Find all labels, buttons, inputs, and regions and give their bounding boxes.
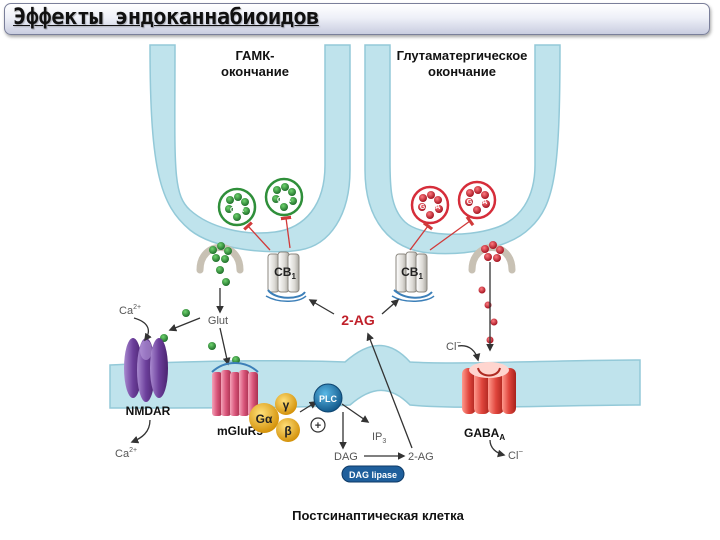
g-alpha-label: Gα <box>256 412 273 426</box>
two-ag-up-arrow <box>366 332 413 449</box>
activation-plus-icon <box>310 417 326 433</box>
ip3-label: IP3 <box>372 431 386 445</box>
cl-out-arrow <box>489 439 506 458</box>
glut-release-site <box>196 242 244 286</box>
cb1-inhibit-line-1 <box>243 221 271 251</box>
glut-to-mglur5-arrow <box>219 327 231 366</box>
ca-in-arrow <box>133 317 152 342</box>
slide-title-bar: Эффекты эндоканнабиоидов <box>4 3 710 35</box>
svg-text:CB1: CB1 <box>401 265 423 281</box>
cb1-left-label: CB <box>274 265 292 279</box>
gaba-release-site <box>468 241 516 274</box>
two-ag-label: 2-AG <box>341 312 375 328</box>
glutamate-terminal <box>364 44 561 255</box>
two-ag-arrow-right <box>381 298 400 315</box>
glut-label: Glut <box>208 315 228 327</box>
cb1-inhibit-line-2 <box>280 215 292 249</box>
g-to-plc-arrow <box>299 401 318 413</box>
plc-to-ip3-arrow <box>341 403 370 423</box>
postsynaptic-membrane <box>109 344 641 409</box>
gaba-vesicle-right: GABA <box>457 180 497 220</box>
two-ag-small-label: 2-AG <box>408 451 434 463</box>
gaba-a-receptor <box>462 362 516 414</box>
postsynaptic-cell-label: Постсинаптическая клетка <box>292 508 465 523</box>
cl-top-label: Cl− <box>446 338 461 353</box>
gaba-vesicle-left-label: GABA <box>420 204 441 211</box>
g-gamma-label: γ <box>283 398 290 412</box>
ca-out-arrow <box>130 419 151 444</box>
glut-vesicle-left: Glut <box>217 187 257 227</box>
ca-top-label: Ca2+ <box>119 304 141 317</box>
nmdar-label: NMDAR <box>126 404 171 418</box>
two-ag-arrow-left <box>308 299 335 315</box>
svg-text:CB1: CB1 <box>274 265 296 281</box>
cb1-right-label: CB <box>401 265 419 279</box>
cl-bottom-label: Cl− <box>508 447 523 462</box>
gaba-terminal <box>149 44 351 253</box>
dag-lipase-label: DAG lipase <box>349 470 397 480</box>
g-beta-label: β <box>284 424 291 438</box>
glut-vesicle-left-label: Glut <box>230 207 245 214</box>
gaba-vesicle-right-label: GABA <box>467 199 488 206</box>
g-protein: Gα γ β <box>249 393 300 442</box>
cb1-left-sub: 1 <box>291 272 296 281</box>
cb1-receptor-left: CB1 <box>265 251 307 302</box>
gaba-a-label: GABAA <box>464 426 505 442</box>
slide-title: Эффекты эндоканнабиоидов <box>13 5 319 30</box>
gaba-terminal-label-line1: ГАМК- <box>235 48 274 63</box>
glutamate-terminal-label-line1: Глутаматергическое <box>397 48 528 63</box>
cb1-right-sub: 1 <box>418 272 423 281</box>
mglur5-receptor <box>211 362 259 416</box>
glutamate-terminal-label-line2: окончание <box>428 64 496 79</box>
plc-label: PLC <box>319 394 338 404</box>
cb1-inhibit-line-4 <box>429 215 475 251</box>
glut-to-nmdar-arrow <box>168 317 201 332</box>
glut-vesicle-right: Glut <box>264 177 304 217</box>
svg-text:+: + <box>315 420 321 432</box>
nmdar-receptor <box>124 338 168 402</box>
mglur5-label: mGluR5 <box>217 424 263 438</box>
dag-label: DAG <box>334 451 358 463</box>
cb1-receptor-right: CB1 <box>391 251 435 302</box>
cl-in-arrow <box>457 345 481 362</box>
gaba-vesicle-left: GABA <box>410 185 450 225</box>
cb1-inhibit-line-3 <box>409 221 434 251</box>
plc-enzyme: PLC <box>313 383 343 413</box>
ca-bottom-label: Ca2+ <box>115 447 137 460</box>
gaba-terminal-label-line2: окончание <box>221 64 289 79</box>
glut-vesicle-right-label: Glut <box>277 197 292 204</box>
dag-lipase-enzyme: DAG lipase <box>341 465 405 483</box>
